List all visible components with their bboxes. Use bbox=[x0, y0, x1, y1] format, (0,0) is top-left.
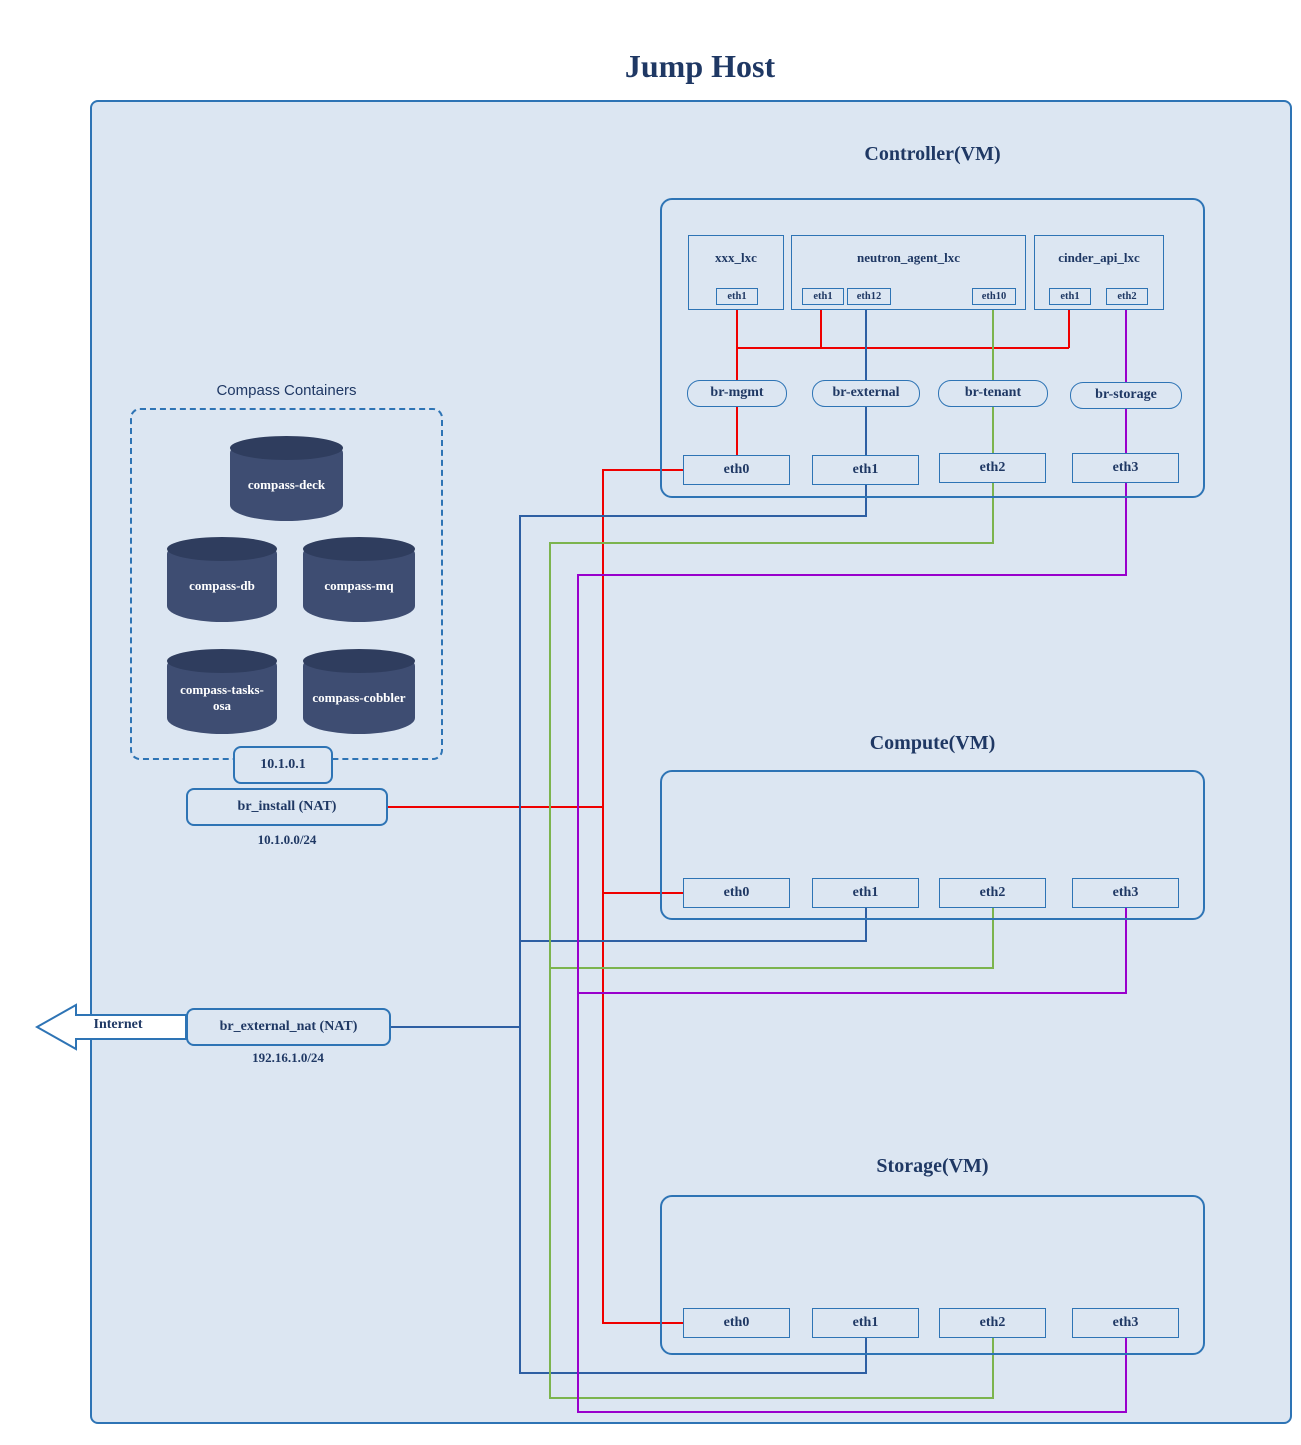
storage-title: Storage(VM) bbox=[876, 1155, 989, 1177]
storage-eth0: eth0 bbox=[683, 1308, 790, 1338]
container-compass-tasks-osa: compass-tasks-osa bbox=[167, 649, 277, 734]
container-compass-db: compass-db bbox=[167, 537, 277, 622]
compute-eth1: eth1 bbox=[812, 878, 919, 908]
internet-label: Internet bbox=[93, 1017, 143, 1032]
internet-arrow bbox=[35, 1003, 187, 1051]
lxc-xxx-port-eth1: eth1 bbox=[716, 288, 758, 305]
install-gateway-ip: 10.1.0.1 bbox=[233, 746, 333, 784]
container-compass-cobbler-label: compass-cobbler bbox=[312, 689, 406, 705]
lxc-cinder-api: cinder_api_lxc eth1 eth2 bbox=[1034, 235, 1164, 310]
lxc-cinder-port-eth1: eth1 bbox=[1049, 288, 1091, 305]
container-compass-deck: compass-deck bbox=[230, 436, 343, 521]
bridge-br-storage: br-storage bbox=[1070, 382, 1182, 409]
br-install-nat: br_install (NAT) bbox=[186, 788, 388, 826]
lxc-cinder-name: cinder_api_lxc bbox=[1058, 250, 1140, 265]
lxc-neutron-port-eth1: eth1 bbox=[802, 288, 844, 305]
controller-eth0: eth0 bbox=[683, 455, 790, 485]
compute-eth3: eth3 bbox=[1072, 878, 1179, 908]
lxc-neutron-port-eth10: eth10 bbox=[972, 288, 1016, 305]
compass-title: Compass Containers bbox=[216, 382, 357, 399]
controller-title: Controller(VM) bbox=[864, 143, 1001, 165]
controller-eth1: eth1 bbox=[812, 455, 919, 485]
compute-eth2: eth2 bbox=[939, 878, 1046, 908]
storage-eth2: eth2 bbox=[939, 1308, 1046, 1338]
container-compass-db-label: compass-db bbox=[189, 577, 255, 593]
container-compass-mq: compass-mq bbox=[303, 537, 415, 622]
storage-eth3: eth3 bbox=[1072, 1308, 1179, 1338]
install-subnet: 10.1.0.0/24 bbox=[257, 832, 317, 847]
controller-eth3: eth3 bbox=[1072, 453, 1179, 483]
container-compass-cobbler: compass-cobbler bbox=[303, 649, 415, 734]
bridge-br-tenant: br-tenant bbox=[938, 380, 1048, 407]
storage-eth1: eth1 bbox=[812, 1308, 919, 1338]
container-compass-deck-label: compass-deck bbox=[247, 476, 326, 492]
lxc-cinder-port-eth2: eth2 bbox=[1106, 288, 1148, 305]
container-compass-tasks-osa-label: compass-tasks-osa bbox=[180, 681, 264, 713]
internet-arrow-shape bbox=[35, 1003, 187, 1051]
page-title: Jump Host bbox=[624, 48, 776, 84]
lxc-neutron-port-eth12: eth12 bbox=[847, 288, 891, 305]
lxc-neutron-agent: neutron_agent_lxc eth1 eth12 eth10 bbox=[791, 235, 1026, 310]
compute-eth0: eth0 bbox=[683, 878, 790, 908]
container-compass-mq-label: compass-mq bbox=[324, 577, 394, 593]
br-external-nat: br_external_nat (NAT) bbox=[186, 1008, 391, 1046]
lxc-xxx-name: xxx_lxc bbox=[715, 250, 757, 265]
bridge-br-external: br-external bbox=[812, 380, 920, 407]
compute-title: Compute(VM) bbox=[869, 732, 996, 754]
lxc-xxx: xxx_lxc eth1 bbox=[688, 235, 784, 310]
controller-eth2: eth2 bbox=[939, 453, 1046, 483]
lxc-neutron-name: neutron_agent_lxc bbox=[856, 250, 961, 265]
external-subnet: 192.16.1.0/24 bbox=[252, 1050, 324, 1065]
bridge-br-mgmt: br-mgmt bbox=[687, 380, 787, 407]
